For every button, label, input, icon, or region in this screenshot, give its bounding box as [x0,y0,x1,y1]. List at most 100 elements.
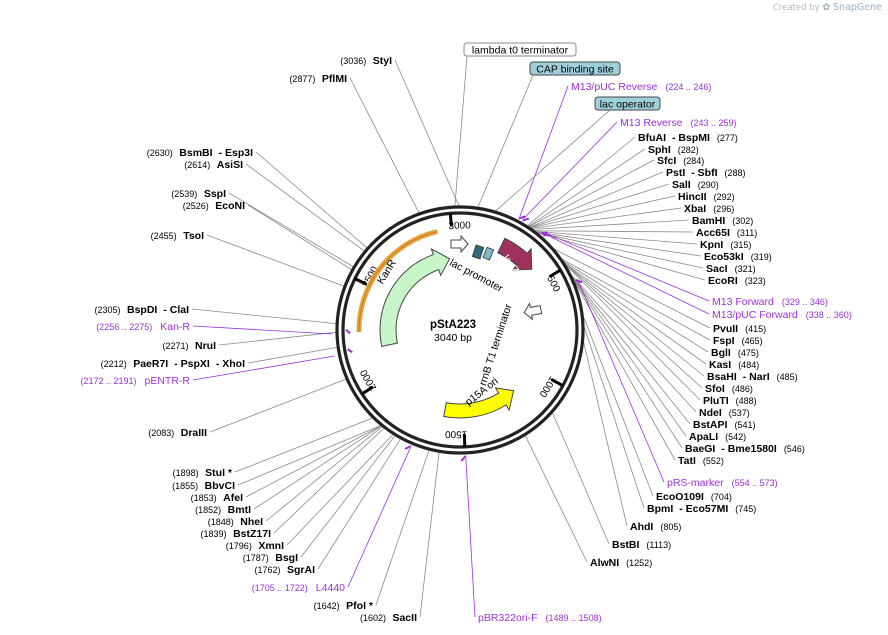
site-pluti[interactable]: PluTI(488) [703,395,757,407]
leader-line [317,438,401,570]
primer-mark-pentr-r [347,348,353,354]
primer-m13-puc-reverse[interactable]: M13/pUC Reverse(224 .. 246) [571,81,711,93]
cap-binding-box[interactable] [482,246,495,261]
leader-line [571,276,683,449]
lambda-t0-label: lambda t0 terminator [472,45,569,57]
leader-line [519,85,569,217]
site-apali[interactable]: ApaLI(542) [689,431,746,443]
primer-mark-m13-puc-reverse [518,215,526,220]
site-bstz17i[interactable]: (1839) BstZ17I [201,528,272,540]
site-pvuii[interactable]: PvuII(415) [713,323,766,335]
site-bstapi[interactable]: BstAPI(541) [693,419,755,431]
kanr-feature-arrow[interactable] [379,247,451,348]
primer-m13-forward[interactable]: M13 Forward(329 .. 346) [712,296,828,308]
leader-line [465,457,476,618]
site-draiii[interactable]: (2083) DraIII [148,427,207,439]
leader-line [536,232,706,281]
site-econi[interactable]: (2526) EcoNI [183,200,245,212]
leader-line [273,427,385,534]
site-asisi[interactable]: (2614) AsiSI [184,159,243,171]
site-alwni[interactable]: AlwNI(1252) [590,557,652,569]
site-sphi[interactable]: SphI(282) [648,144,699,156]
site-bstbi[interactable]: BstBI(1113) [612,539,671,551]
leader-line [535,231,702,257]
site-paer7i[interactable]: (2212) PaeR7I- PspXI- XhoI [101,358,245,370]
leader-line [349,77,420,214]
lac-promoter-arrow[interactable] [450,234,469,254]
site-bamhi[interactable]: BamHI(302) [692,215,753,227]
site-xmni[interactable]: (1796) XmnI [226,540,284,552]
primer-m13-reverse[interactable]: M13 Reverse(243 .. 259) [620,117,736,129]
leader-line [347,447,411,588]
site-bgli[interactable]: BglI(475) [711,347,759,359]
primer-l4440[interactable]: (1705 .. 1722)L4440 [252,582,345,594]
lacz-alpha-feature-arrow[interactable] [497,237,533,271]
primer-mark-prs-marker [575,279,583,284]
site-eco53ki[interactable]: Eco53kI(319) [704,251,772,263]
primer-m13-puc-forward[interactable]: M13/pUC Forward(338 .. 360) [712,309,852,321]
site-ecoo109i[interactable]: EcoO109I(704) [656,491,732,503]
site-bfuai[interactable]: BfuAI- BspMI(277) [638,132,738,144]
site-stui[interactable]: (1898) StuI * [173,467,233,479]
site-bpmi[interactable]: BpmI- Eco57MI(745) [647,503,756,515]
site-sgrai[interactable]: (1762) SgrAI [254,564,315,576]
site-psti[interactable]: PstI- SbfI(288) [666,167,746,179]
site-sfci[interactable]: SfcI(284) [657,155,704,167]
lambda-t0-flag[interactable] [463,42,577,57]
site-sali[interactable]: SalI(290) [672,179,719,191]
site-sacii[interactable]: (1602) SacII [360,612,417,624]
site-ahdi[interactable]: AhdI(805) [630,521,681,533]
leader-line [237,425,381,486]
site-styi[interactable]: (3036) StyI [340,55,392,67]
leader-line [528,159,655,228]
backbone-outer-ring [335,205,585,455]
site-baegi[interactable]: BaeGI- Bme1580I(546) [685,443,805,455]
p15a-ori-feature-arrow[interactable] [443,387,515,419]
cap-binding-flag[interactable] [529,61,621,76]
site-fspi[interactable]: FspI(465) [713,335,763,347]
site-hincii[interactable]: HincII(292) [678,191,735,203]
tick-label-1500: 1500 [445,428,468,439]
site-ndei[interactable]: NdeI(537) [699,407,750,419]
site-bsahi[interactable]: BsaHI- NarI(485) [707,371,798,383]
leader-line [552,412,610,545]
site-bspdi[interactable]: (2305) BspDI- ClaI [94,304,189,316]
tick-label-3000: 3000 [448,220,471,232]
site-bsmbi[interactable]: (2630) BsmBI- Esp3I [147,147,253,159]
site-pfoi[interactable]: (1642) PfoI * [314,600,374,612]
site-ecori[interactable]: EcoRI(323) [708,275,766,287]
leader-line [564,262,705,377]
site-bsgi[interactable]: (1787) BsgI [243,552,298,564]
leader-line [570,274,697,413]
site-nhei[interactable]: (1848) NheI [208,516,263,528]
site-xbai[interactable]: XbaI(296) [684,203,734,215]
site-sfoi[interactable]: SfoI(486) [705,383,753,395]
rrnb-t1-terminator-arrow[interactable] [523,302,543,321]
primer-prs-marker[interactable]: pRS-marker(554 .. 573) [667,477,778,489]
site-kasi[interactable]: KasI(484) [709,359,759,371]
leader-line [286,434,394,546]
backbone [335,205,585,455]
site-bbvci[interactable]: (1855) BbvCI [172,480,235,492]
lac-operator-flag[interactable] [594,96,661,111]
leader-line [234,417,373,473]
leader-line [571,275,691,425]
site-tati[interactable]: TatI(552) [678,455,724,467]
site-afei[interactable]: (1853) AfeI [191,492,243,504]
primer-kan-r[interactable]: (2256 .. 2275)Kan-R [96,321,190,333]
leader-line [253,425,382,510]
site-bmti[interactable]: (1852) BmtI [195,504,251,516]
leader-line [523,121,618,220]
site-sspi[interactable]: (2539) SspI [171,188,226,200]
site-acc65i[interactable]: Acc65I(311) [696,227,757,239]
primer-pbr322ori-f[interactable]: pBR322ori-F(1489 .. 1508) [478,612,602,624]
primer-pentr-r[interactable]: (2172 .. 2191)pENTR-R [80,375,190,387]
lac-operator-box[interactable] [471,244,485,260]
site-pflmi[interactable]: (2877) PflMI [289,73,347,85]
site-kpni[interactable]: KpnI(315) [700,239,751,251]
site-saci[interactable]: SacI(321) [706,263,756,275]
leader-line [394,59,460,207]
site-nrui[interactable]: (2271) NruI [162,340,216,352]
site-tsoi[interactable]: (2455) TsoI [151,230,204,242]
